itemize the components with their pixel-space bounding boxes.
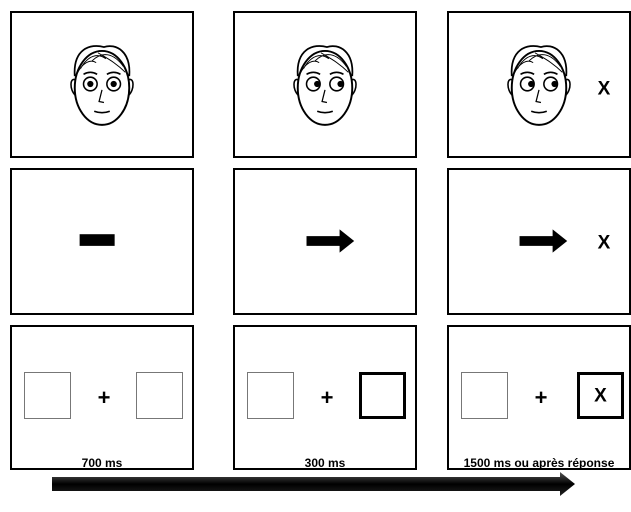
face-center-gaze-icon <box>70 45 134 126</box>
right-box <box>136 372 183 419</box>
boxes-panel-2: + <box>233 325 417 470</box>
arrow-panel-1 <box>233 168 417 315</box>
face-right-gaze-icon <box>507 45 571 126</box>
duration-label-1: 700 ms <box>81 456 123 470</box>
face-right-gaze-icon <box>293 45 357 126</box>
left-box <box>247 372 294 419</box>
target-x: X <box>594 385 607 406</box>
timeline-arrow <box>52 470 575 500</box>
right-box-target: X <box>577 372 624 419</box>
target-x: X <box>597 78 611 100</box>
face-panel-2 <box>233 11 417 158</box>
target-x: X <box>597 232 611 254</box>
duration-label-3: 1500 ms ou après réponse <box>463 456 615 470</box>
arrow-right-icon <box>519 229 568 253</box>
left-box <box>24 372 71 419</box>
fixation-plus: + <box>534 385 548 410</box>
long-arrow-right-icon <box>52 472 575 496</box>
arrow-right-icon <box>306 229 355 253</box>
duration-label-2: 300 ms <box>304 456 346 470</box>
face-panel-1 <box>10 11 194 158</box>
arrow-panel-2: X <box>447 168 631 315</box>
fixation-plus: + <box>97 385 111 410</box>
bar-panel <box>10 168 194 315</box>
face-panel-3: X <box>447 11 631 158</box>
right-box-cued <box>359 372 406 419</box>
boxes-panel-1: + <box>10 325 194 470</box>
left-box <box>461 372 508 419</box>
fixation-plus: + <box>320 385 334 410</box>
dash-bar-icon <box>79 234 115 246</box>
boxes-panel-3: + X <box>447 325 631 470</box>
